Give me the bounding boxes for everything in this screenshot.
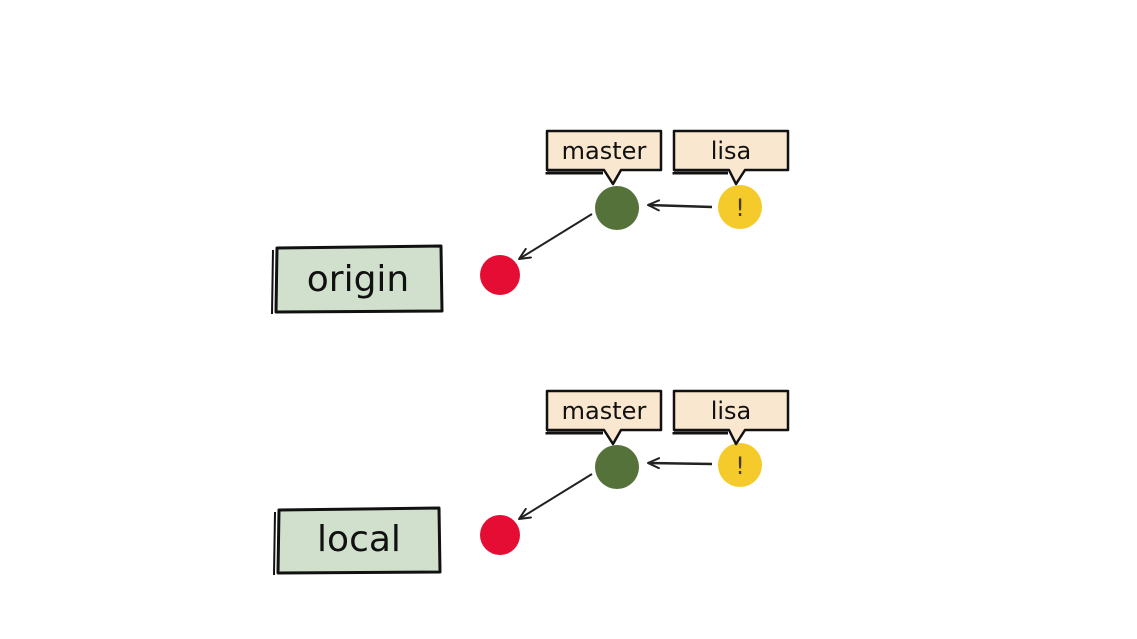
repo-label: local (317, 519, 401, 560)
branch-label: master (562, 397, 647, 425)
repo-box-origin: origin (271, 244, 444, 315)
commit-red (480, 255, 520, 295)
tag-shadow (545, 431, 603, 435)
tag-shadow (545, 171, 603, 175)
edge-yellow-to-green (647, 199, 713, 212)
branch-tag-lisa: lisa (672, 129, 790, 186)
branch-tag-master: master (545, 389, 663, 446)
commit-yellow (718, 185, 762, 229)
commit-mark: ! (735, 452, 745, 480)
branch-tag-master: master (545, 129, 663, 186)
commit-red (480, 515, 520, 555)
commit-yellow (718, 443, 762, 487)
repo-box-shape (274, 244, 444, 314)
section-local: local ! master lisa (273, 389, 790, 576)
edge-green-to-red (518, 473, 593, 520)
branch-label: lisa (711, 137, 752, 165)
tag-shape (545, 129, 663, 186)
repo-label: origin (307, 259, 410, 300)
repo-box-local: local (273, 506, 442, 576)
edge-yellow-to-green (647, 457, 713, 470)
edge-green-to-red (518, 213, 593, 260)
repo-box-shadow (271, 249, 274, 315)
commit-green (595, 445, 639, 489)
branch-label: lisa (711, 397, 752, 425)
repo-box-shadow (273, 511, 276, 576)
tag-shape (545, 389, 663, 446)
branch-tag-lisa: lisa (672, 389, 790, 446)
commit-green (595, 186, 639, 230)
tag-shape (672, 129, 790, 186)
repo-box-shape (276, 506, 442, 575)
commit-mark: ! (735, 194, 745, 222)
branch-label: master (562, 137, 647, 165)
tag-shadow (672, 171, 728, 175)
tag-shadow (672, 431, 728, 435)
section-origin: origin ! master lisa (271, 129, 790, 315)
tag-shape (672, 389, 790, 446)
